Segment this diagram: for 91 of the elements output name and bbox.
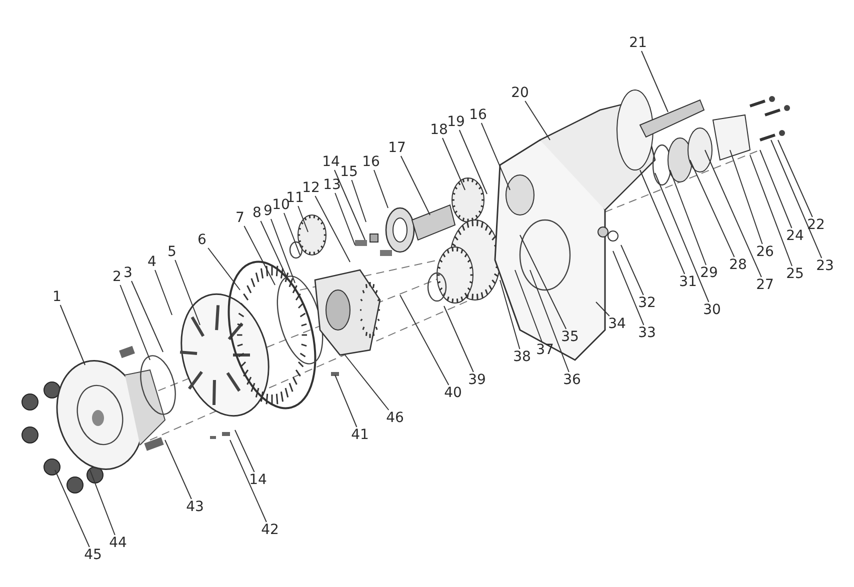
leader-line xyxy=(444,306,474,372)
callout-number: 16 xyxy=(360,154,382,170)
callout-number: 13 xyxy=(321,177,343,193)
leader-line xyxy=(334,374,358,428)
leader-line xyxy=(90,470,116,536)
callout-number: 9 xyxy=(261,203,275,219)
callout-number: 40 xyxy=(442,385,464,401)
leader-line xyxy=(500,280,520,350)
callout-number: 5 xyxy=(165,244,179,260)
leader-line xyxy=(596,302,610,316)
leader-line xyxy=(164,440,192,500)
callout-number: 14 xyxy=(247,472,269,488)
callout-number: 39 xyxy=(466,372,488,388)
leader-line xyxy=(230,440,267,522)
leader-line xyxy=(351,180,366,222)
callout-number: 22 xyxy=(805,217,827,233)
leader-line xyxy=(208,248,240,290)
leader-line xyxy=(60,304,86,366)
callout-number: 42 xyxy=(259,522,281,538)
callout-number: 7 xyxy=(233,210,247,226)
callout-number: 26 xyxy=(754,244,776,260)
leader-line xyxy=(442,138,466,190)
leader-line xyxy=(524,100,550,140)
callout-number: 45 xyxy=(82,547,104,563)
leader-line xyxy=(690,160,735,258)
callout-number: 18 xyxy=(428,122,450,138)
leader-line xyxy=(344,354,390,410)
leader-line xyxy=(760,150,792,228)
callout-number: 34 xyxy=(606,316,628,332)
leader-line xyxy=(641,50,668,112)
leader-line xyxy=(298,206,308,232)
leader-line xyxy=(270,218,296,284)
callout-number: 21 xyxy=(627,35,649,51)
callout-number: 4 xyxy=(145,254,159,270)
leader-line xyxy=(670,170,706,266)
callout-number: 28 xyxy=(727,257,749,273)
leader-line xyxy=(131,280,164,352)
callout-number: 33 xyxy=(636,325,658,341)
leader-line xyxy=(730,150,763,244)
leader-line xyxy=(174,260,200,326)
callout-number: 30 xyxy=(701,302,723,318)
leader-line xyxy=(154,270,172,316)
callout-number: 35 xyxy=(559,329,581,345)
callout-number: 23 xyxy=(814,258,836,274)
leader-line xyxy=(654,172,710,302)
callout-number: 37 xyxy=(534,342,556,358)
callout-number: 43 xyxy=(184,499,206,515)
callout-number: 2 xyxy=(110,269,124,285)
leader-line xyxy=(54,470,90,548)
leader-line xyxy=(530,270,570,372)
callout-number: 36 xyxy=(561,372,583,388)
callout-number: 3 xyxy=(121,265,135,281)
leader-line xyxy=(514,270,542,342)
callout-number: 24 xyxy=(784,228,806,244)
callout-number: 29 xyxy=(698,265,720,281)
leader-line xyxy=(400,294,450,386)
leader-line xyxy=(778,140,813,218)
leader-line xyxy=(520,234,567,330)
callout-number: 46 xyxy=(384,410,406,426)
callout-number: 17 xyxy=(386,140,408,156)
leader-line xyxy=(640,170,686,274)
leader-line xyxy=(120,284,150,360)
leader-line xyxy=(750,154,792,266)
callout-number: 8 xyxy=(250,205,264,221)
callout-number: 1 xyxy=(50,289,64,305)
callout-number: 31 xyxy=(677,274,699,290)
leader-line xyxy=(704,150,762,278)
callout-number: 6 xyxy=(195,232,209,248)
leader-line xyxy=(612,250,644,326)
leader-line xyxy=(260,220,288,280)
callout-number: 32 xyxy=(636,295,658,311)
callout-number: 38 xyxy=(511,349,533,365)
callout-number: 12 xyxy=(300,180,322,196)
leader-line xyxy=(314,196,350,262)
callout-number: 27 xyxy=(754,277,776,293)
callout-number: 41 xyxy=(349,427,371,443)
leader-line xyxy=(334,192,356,246)
leader-line xyxy=(374,170,388,208)
leader-line xyxy=(458,130,488,194)
leader-line xyxy=(620,244,644,296)
leader-line xyxy=(770,140,822,258)
leader-line xyxy=(480,122,510,190)
leader-line xyxy=(234,430,255,472)
leader-line xyxy=(400,156,430,216)
callout-number: 44 xyxy=(107,535,129,551)
leader-line xyxy=(284,212,300,256)
callout-number: 25 xyxy=(784,266,806,282)
leader-line xyxy=(244,226,276,286)
callout-number: 20 xyxy=(509,85,531,101)
leader-line xyxy=(334,170,366,240)
callout-number: 16 xyxy=(467,107,489,123)
